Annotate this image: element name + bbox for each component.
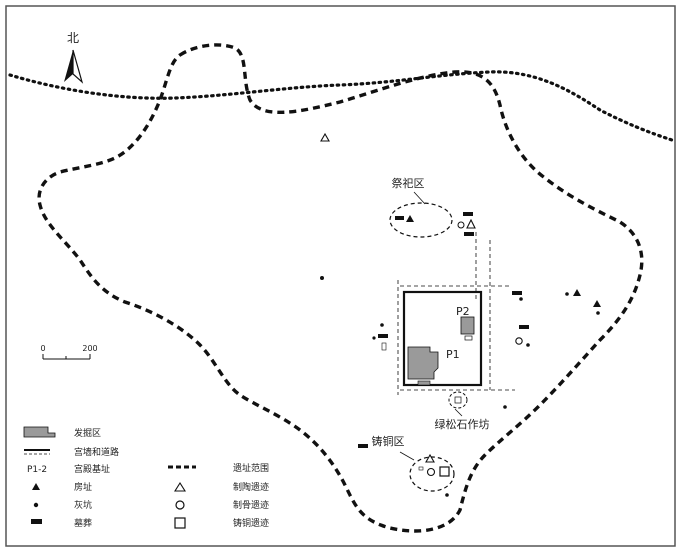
pottery-icon xyxy=(466,218,476,229)
legend-ash-pit-label: 灰坑 xyxy=(74,499,92,511)
palace-small-excavation xyxy=(417,380,431,386)
burial-icon xyxy=(358,444,368,448)
turquoise-leader-line xyxy=(454,408,463,417)
legend-bronze-casting-icon xyxy=(174,517,186,529)
pottery-icon xyxy=(320,132,330,142)
burial-icon xyxy=(463,212,473,216)
scale-start-label: 0 xyxy=(40,344,45,353)
sacrifice-area-outline xyxy=(389,202,453,238)
palace-enclosure xyxy=(397,232,515,395)
house-icon xyxy=(593,300,601,307)
site-extent-boundary xyxy=(37,43,644,533)
legend-excavation-label: 发掘区 xyxy=(74,427,101,439)
scale-bar xyxy=(42,354,91,360)
burial-icon xyxy=(464,232,474,236)
legend-walls-roads-label: 宫墙和道路 xyxy=(74,446,119,458)
palace-p2-excavation xyxy=(460,316,475,335)
ash-pit-icon xyxy=(519,297,523,301)
ash-pit-icon xyxy=(372,336,376,340)
legend-site-extent-label: 遗址范围 xyxy=(233,462,269,474)
ash-pit-icon xyxy=(565,292,569,296)
scale-end-label: 200 xyxy=(82,344,97,353)
bronze-casting-icon xyxy=(439,466,450,477)
legend-pottery-label: 制陶遗迹 xyxy=(233,481,269,493)
sacrifice-area-label: 祭祀区 xyxy=(392,176,425,190)
north-arrow-icon xyxy=(64,49,84,84)
legend-pottery-icon xyxy=(174,481,186,492)
legend-bone-icon xyxy=(175,500,185,510)
map-legend: 发掘区 宫墙和道路 P1-2 宫殿基址 房址 灰坑 墓葬 遗址范围 制陶遗迹 制… xyxy=(23,426,269,529)
ash-pit-icon xyxy=(380,323,384,327)
turquoise-workshop-outline xyxy=(448,391,468,409)
burial-icon xyxy=(519,325,529,329)
bone-icon xyxy=(457,221,465,229)
legend-palace-base-code: P1-2 xyxy=(27,465,47,475)
legend-house-icon xyxy=(32,483,40,490)
burial-icon xyxy=(395,216,404,220)
palace-p2-marker xyxy=(464,335,473,341)
turquoise-workshop-label: 绿松石作坊 xyxy=(435,417,490,431)
bronze-leader-line xyxy=(399,451,415,461)
legend-excavation-swatch xyxy=(23,426,56,438)
ash-pit-icon xyxy=(445,493,449,497)
legend-ash-pit-icon xyxy=(33,502,39,508)
legend-bronze-casting-label: 铸铜遗迹 xyxy=(233,517,269,529)
palace-p1-label: P1 xyxy=(446,348,460,361)
legend-bone-label: 制骨遗迹 xyxy=(233,499,269,511)
bone-icon xyxy=(515,337,523,345)
legend-burial-label: 墓葬 xyxy=(74,517,92,529)
house-icon xyxy=(406,215,414,222)
burial-icon xyxy=(378,334,388,338)
palace-p2-label: P2 xyxy=(456,305,470,318)
bone-icon xyxy=(426,467,436,477)
river-dotted-line xyxy=(8,70,674,142)
legend-palace-base-label: 宫殿基址 xyxy=(74,463,110,475)
palace-p1-excavation xyxy=(407,346,439,380)
house-icon xyxy=(573,289,581,296)
legend-burial-icon xyxy=(31,519,42,524)
bronze-casting-icon xyxy=(418,466,424,471)
sacrifice-leader-line xyxy=(413,191,426,205)
pottery-icon xyxy=(425,453,435,463)
burial-icon xyxy=(512,291,522,295)
ash-pit-icon xyxy=(503,405,507,409)
ash-pit-icon xyxy=(320,276,324,280)
palace-base-marker xyxy=(381,342,387,351)
ash-pit-icon xyxy=(596,311,600,315)
bronze-area-label: 铸铜区 xyxy=(372,434,405,448)
bronze-area-outline xyxy=(409,456,455,492)
legend-house-label: 房址 xyxy=(74,481,92,493)
turquoise-workshop-marker xyxy=(454,396,462,404)
north-label: 北 xyxy=(67,31,79,45)
ash-pit-icon xyxy=(526,343,530,347)
